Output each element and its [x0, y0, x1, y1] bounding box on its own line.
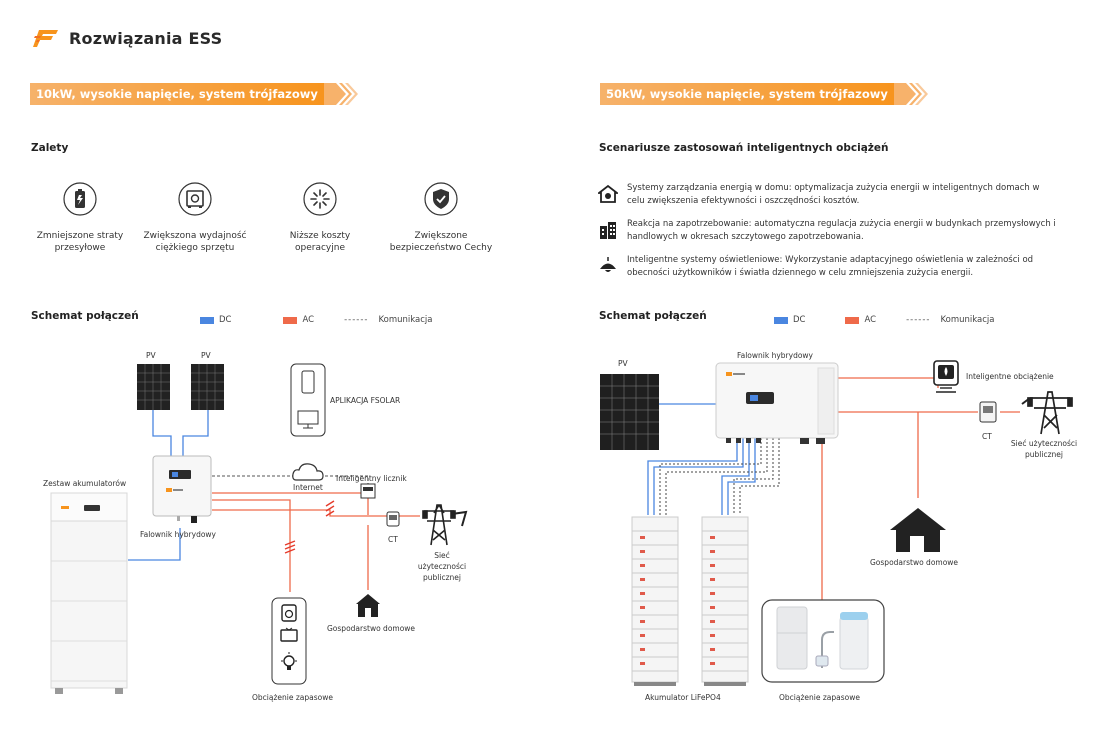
battery-label: Akumulator LiFePO4 — [645, 693, 721, 702]
legend-ac: AC — [302, 315, 315, 325]
meter-icon — [360, 483, 376, 499]
phone-monitor-icon — [290, 363, 326, 437]
right-diagram — [600, 360, 1073, 686]
grid-label: Sieć użyteczności publicznej — [1010, 439, 1078, 459]
app-label: APLIKACJA FSOLAR — [330, 396, 401, 405]
advantage-item: Zmniejszone straty przesyłowe — [25, 182, 135, 254]
ct-label: CT — [982, 432, 992, 441]
advantage-label: Zwiększone bezpieczeństwo Cechy — [389, 231, 493, 253]
scenario-text: Inteligentne systemy oświetleniowe: Wyko… — [627, 255, 1034, 278]
ct-label: CT — [388, 535, 398, 544]
backup-loads-icon — [271, 597, 307, 685]
cloud-icon — [292, 463, 324, 481]
internet-label: Internet — [293, 483, 323, 492]
inverter-label: Falownik hybrydowy — [140, 530, 216, 539]
fsolar-logo-icon — [33, 30, 58, 47]
comm-swatch: ------ — [344, 315, 369, 325]
pv-label: PV — [618, 359, 628, 368]
backup-label: Obciążenie zapasowe — [252, 693, 333, 702]
advantage-item: Niższe koszty operacyjne — [265, 182, 375, 254]
backup-label: Obciążenie zapasowe — [779, 693, 860, 702]
right-banner: 50kW, wysokie napięcie, system trójfazow… — [600, 83, 928, 105]
home-label: Gospodarstwo domowe — [870, 558, 959, 567]
left-schema-title: Schemat połączeń — [31, 310, 139, 322]
ceiling-lamp-icon — [600, 257, 616, 272]
advantage-label: Zwiększona wydajność ciężkiego sprzętu — [143, 231, 247, 253]
grid-label: Sieć użyteczności publicznej — [417, 551, 467, 582]
ct-icon — [979, 401, 997, 423]
left-banner: 10kW, wysokie napięcie, system trójfazow… — [30, 83, 358, 105]
legend-dc: DC — [793, 315, 806, 325]
backup-appliances-icon — [761, 599, 885, 683]
dc-swatch — [200, 316, 214, 324]
pv-label: PV — [201, 351, 211, 360]
ac-swatch — [845, 316, 860, 324]
stripes-decoration — [323, 83, 358, 105]
safe-icon — [178, 182, 212, 216]
scenario-text: Reakcja na zapotrzebowanie: automatyczna… — [627, 219, 1056, 242]
left-legend: DC AC ------ Komunikacja — [200, 315, 433, 325]
spark-icon — [303, 182, 337, 216]
pv-panel — [137, 364, 170, 410]
ct-icon — [386, 511, 400, 527]
shield-icon — [424, 182, 458, 216]
page-title: Rozwiązania ESS — [69, 28, 223, 48]
legend-comm: Komunikacja — [940, 315, 995, 325]
right-legend: DC AC ------ Komunikacja — [774, 315, 995, 325]
pv-label: PV — [146, 351, 156, 360]
advantage-label: Zmniejszone straty przesyłowe — [36, 231, 124, 253]
advantage-item: Zwiększona wydajność ciężkiego sprzętu — [140, 182, 250, 254]
pylon-icon — [422, 504, 468, 546]
pylon-icon — [1021, 391, 1073, 435]
battery-stack-icon — [50, 492, 128, 694]
pv-panel — [600, 374, 659, 450]
inverter-label: Falownik hybrydowy — [737, 351, 813, 360]
smart-load-label: Inteligentne obciążenie — [966, 372, 1054, 381]
legend-comm: Komunikacja — [378, 315, 433, 325]
home-label: Gospodarstwo domowe — [327, 624, 416, 633]
advantage-label: Niższe koszty operacyjne — [289, 231, 351, 253]
battery-rack-icon — [631, 516, 749, 686]
scenarios-title: Scenariusze zastosowań inteligentnych ob… — [599, 142, 889, 154]
inverter-icon — [715, 362, 839, 444]
advantages-title: Zalety — [31, 142, 69, 154]
right-schema-title: Schemat połączeń — [599, 310, 707, 322]
ac-swatch — [283, 316, 298, 324]
stripes-decoration — [893, 83, 928, 105]
meter-label: Inteligentny licznik — [336, 474, 407, 483]
smart-load-icon — [933, 360, 959, 393]
pv-panel — [191, 364, 224, 410]
brand-header: Rozwiązania ESS — [33, 28, 222, 48]
battery-label: Zestaw akumulatorów — [43, 479, 127, 488]
home-icon — [356, 594, 380, 617]
building-icon — [600, 222, 616, 239]
left-diagram — [50, 363, 468, 694]
advantage-item: Zwiększone bezpieczeństwo Cechy — [386, 182, 496, 254]
dc-swatch — [774, 316, 788, 324]
legend-dc: DC — [219, 315, 232, 325]
home-icon — [890, 508, 946, 552]
inverter-icon — [152, 455, 212, 523]
comm-swatch: ------ — [906, 315, 931, 325]
battery-icon — [63, 182, 97, 216]
legend-ac: AC — [864, 315, 877, 325]
scenario-text: Systemy zarządzania energią w domu: opty… — [627, 183, 1040, 206]
home-energy-icon — [598, 184, 618, 203]
